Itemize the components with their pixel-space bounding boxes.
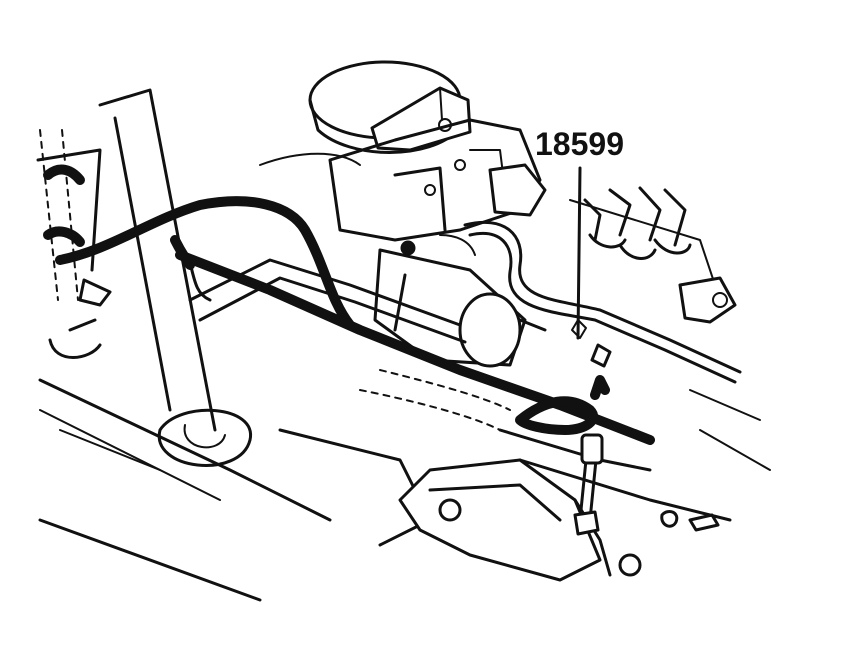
fuel-filter xyxy=(373,234,547,368)
left-body-panel xyxy=(36,88,332,602)
loose-fittings xyxy=(571,319,720,532)
fender-connectors xyxy=(43,164,112,359)
carburetor-body xyxy=(259,118,547,242)
callout-18599: 18599 xyxy=(535,126,624,340)
wiring-harness xyxy=(55,196,655,445)
linkage-rod xyxy=(573,433,604,536)
air-cleaner xyxy=(308,60,472,154)
callout-leader-line xyxy=(576,166,582,340)
plug-wire-boots xyxy=(569,186,737,324)
callout-part-number: 18599 xyxy=(535,126,624,162)
mounting-bracket xyxy=(398,458,642,582)
